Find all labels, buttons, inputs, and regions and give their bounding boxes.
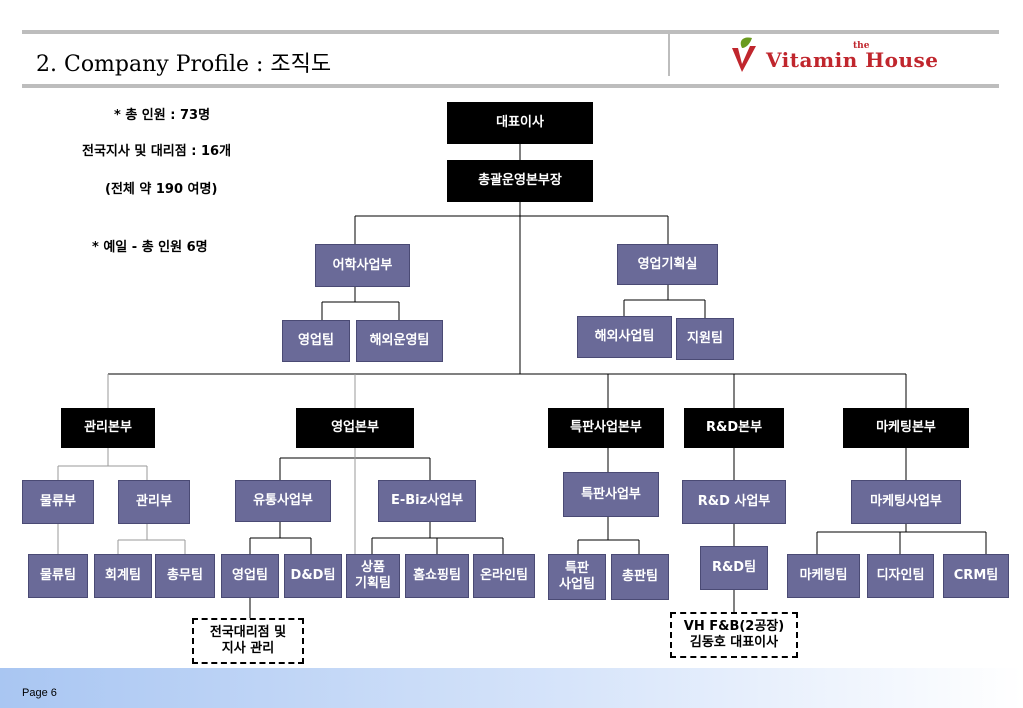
nationwide-agency-note: 전국대리점 및 지사 관리	[192, 618, 304, 664]
language-sales-team-box: 영업팀	[282, 320, 350, 362]
coo-box: 총괄운영본부장	[447, 160, 593, 202]
product-planning-team-box: 상품 기획팀	[346, 554, 400, 598]
home-shopping-team-box: 홈쇼핑팀	[405, 554, 469, 598]
marketing-hq-box: 마케팅본부	[843, 408, 969, 448]
logo-the-text: the	[853, 41, 870, 51]
accounting-team-box: 회계팀	[94, 554, 152, 598]
logo-wordmark: Vitamin House	[766, 48, 939, 72]
management-hq-box: 관리본부	[61, 408, 155, 448]
support-team-box-visible: 지원팀	[676, 318, 734, 360]
footer-bar	[0, 668, 1023, 708]
marketing-team-box: 마케팅팀	[787, 554, 860, 598]
note-total-staff: * 총 인원 : 73명	[114, 108, 211, 123]
page-title: 2. Company Profile : 조직도	[36, 52, 332, 77]
special-business-team-box: 특판 사업팀	[548, 554, 606, 600]
special-sales-hq-box: 특판사업본부	[548, 408, 664, 448]
sales-planning-office-box: 영업기획실	[617, 244, 718, 285]
header-rule-top	[22, 30, 999, 34]
distribution-division-box: 유통사업부	[235, 480, 331, 522]
design-team-box: 디자인팀	[867, 554, 934, 598]
vh-fnb-note: VH F&B(2공장) 김동호 대표이사	[670, 612, 798, 658]
note-branch-staff: (전체 약 190 여명)	[105, 182, 218, 197]
rnd-hq-box: R&D본부	[684, 408, 784, 448]
language-division-box: 어학사업부	[315, 244, 410, 287]
note-yeil: * 예일 - 총 인원 6명	[92, 240, 208, 255]
ceo-box: 대표이사	[447, 102, 593, 144]
logo-leaf-icon	[732, 37, 756, 72]
logistics-team-box: 물류팀	[28, 554, 88, 598]
logistics-division-box: 물류부	[22, 480, 94, 524]
distribution-sales-team-box: 영업팀	[221, 554, 279, 598]
special-sales-division-box: 특판사업부	[563, 472, 659, 517]
dnd-team-box: D&D팀	[284, 554, 342, 598]
rnd-team-box: R&D팀	[700, 546, 768, 590]
header-divider	[668, 33, 670, 76]
general-distributor-team-box: 총판팀	[611, 554, 669, 600]
header-rule-bottom	[22, 84, 999, 88]
online-team-box: 온라인팀	[473, 554, 535, 598]
marketing-division-box: 마케팅사업부	[851, 480, 961, 524]
overseas-business-team-box: 해외사업팀	[577, 316, 672, 358]
general-affairs-team-box: 총무팀	[155, 554, 215, 598]
rnd-division-box: R&D 사업부	[682, 480, 786, 524]
ebiz-division-box: E-Biz사업부	[378, 480, 476, 522]
crm-team-box: CRM팀	[943, 554, 1009, 598]
overseas-operations-team-box: 해외운영팀	[356, 320, 443, 362]
note-branches: 전국지사 및 대리점 : 16개	[82, 144, 232, 159]
page-number: Page 6	[22, 687, 57, 699]
admin-division-box: 관리부	[118, 480, 190, 524]
company-logo: the Vitamin House	[722, 36, 972, 76]
sales-hq-box: 영업본부	[296, 408, 414, 448]
